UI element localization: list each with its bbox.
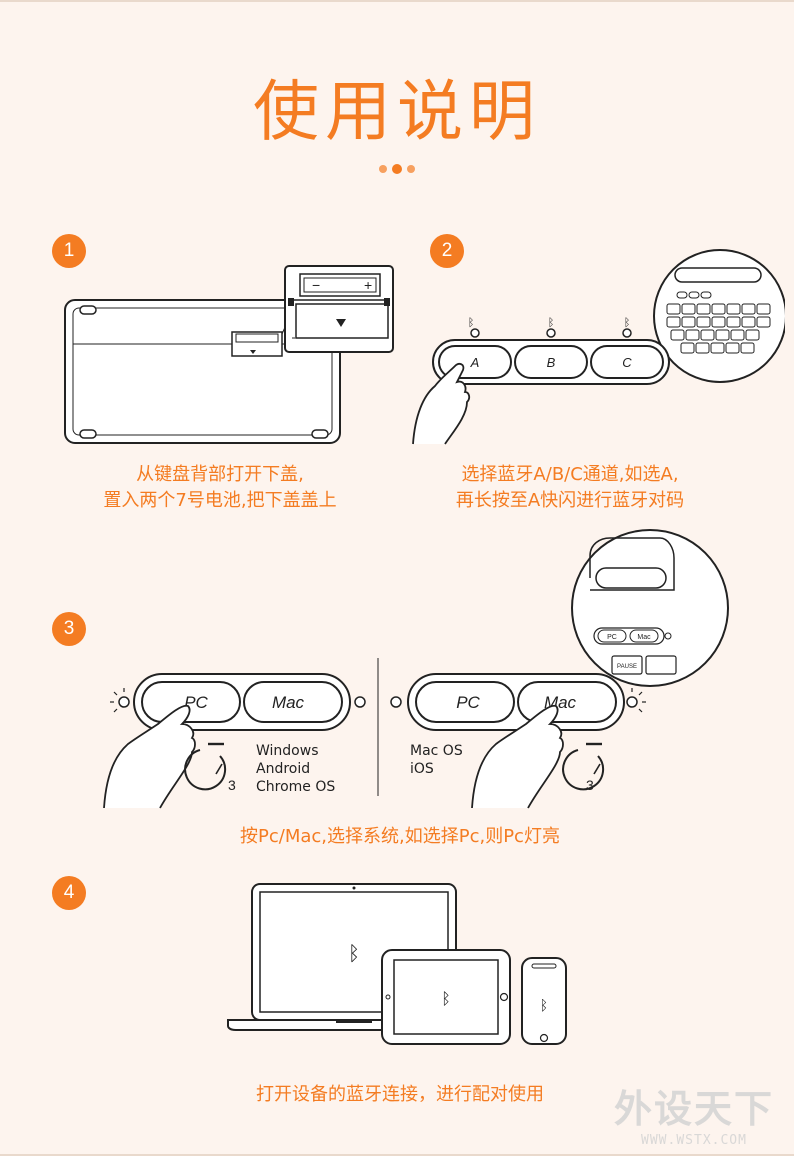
timer-label-left: 3 xyxy=(228,777,236,793)
battery-plus: + xyxy=(364,277,372,293)
os-windows: Windows xyxy=(256,743,319,759)
zoom-pc-label: PC xyxy=(607,634,617,641)
svg-text:ᛒ: ᛒ xyxy=(468,317,475,329)
step-1-badge: 1 xyxy=(52,234,86,268)
os-list-mac: Mac OS iOS xyxy=(410,742,463,778)
zoom-mac-label: Mac xyxy=(637,634,651,641)
dot-1 xyxy=(379,165,387,173)
pause-key-label: PAUSE xyxy=(617,664,637,670)
mac-button-label: Mac xyxy=(272,693,305,712)
pc-button-label-right: PC xyxy=(456,693,480,712)
step-4-caption: 打开设备的蓝牙连接，进行配对使用 xyxy=(256,1084,544,1105)
os-chrome: Chrome OS xyxy=(256,779,336,795)
channel-b-label: B xyxy=(547,355,556,370)
step-2-caption: 选择蓝牙A/B/C通道,如选A, 再长按至A快闪进行蓝牙对码 xyxy=(420,462,720,514)
bottom-border xyxy=(0,1154,794,1156)
step-2-caption-line1: 选择蓝牙A/B/C通道,如选A, xyxy=(461,464,679,485)
os-macos: Mac OS xyxy=(410,743,463,759)
step-3-badge: 3 xyxy=(52,612,86,646)
watermark-big: 外设天下 xyxy=(613,1087,774,1131)
os-ios: iOS xyxy=(410,761,434,777)
step-2-badge: 2 xyxy=(430,234,464,268)
top-border xyxy=(0,0,794,2)
os-switch-illustration: PC Mac PAUSE PC Mac PC Mac 3 3 xyxy=(103,529,729,809)
battery-minus: − xyxy=(312,277,320,293)
svg-text:ᛒ: ᛒ xyxy=(624,317,631,329)
title-dots xyxy=(377,163,417,175)
channel-a-label: A xyxy=(470,355,480,370)
step-1-caption: 从键盘背部打开下盖, 置入两个7号电池,把下盖盖上 xyxy=(60,462,380,514)
channel-c-label: C xyxy=(622,355,632,370)
phone-bluetooth-icon: ᛒ xyxy=(540,997,548,1013)
keyboard-back-illustration: − + xyxy=(64,265,394,444)
step-3-caption: 按Pc/Mac,选择系统,如选择Pc,则Pc灯亮 xyxy=(240,826,560,847)
svg-text:ᛒ: ᛒ xyxy=(548,317,555,329)
step-2-caption-line2: 再长按至A快闪进行蓝牙对码 xyxy=(455,490,685,511)
laptop-bluetooth-icon: ᛒ xyxy=(348,943,360,965)
pc-button-label: PC xyxy=(184,693,208,712)
step-4-badge: 4 xyxy=(52,876,86,910)
timer-label-right: 3 xyxy=(586,777,594,793)
tablet-bluetooth-icon: ᛒ xyxy=(441,991,451,1008)
step-1-caption-line2: 置入两个7号电池,把下盖盖上 xyxy=(103,490,337,511)
step-1-caption-line1: 从键盘背部打开下盖, xyxy=(136,464,304,485)
os-list-pc: Windows Android Chrome OS xyxy=(256,742,335,796)
dot-2 xyxy=(392,164,402,174)
dot-3 xyxy=(407,165,415,173)
watermark: 外设天下 WWW.WSTX.COM xyxy=(614,1078,774,1148)
watermark-small: WWW.WSTX.COM xyxy=(641,1133,747,1148)
page-title: 使用说明 xyxy=(253,73,541,150)
channel-buttons-illustration: ᛒ ᛒ ᛒ A B C xyxy=(412,249,785,445)
os-android: Android xyxy=(256,761,311,777)
devices-illustration: ᛒ ᛒ ᛒ xyxy=(227,883,567,1045)
